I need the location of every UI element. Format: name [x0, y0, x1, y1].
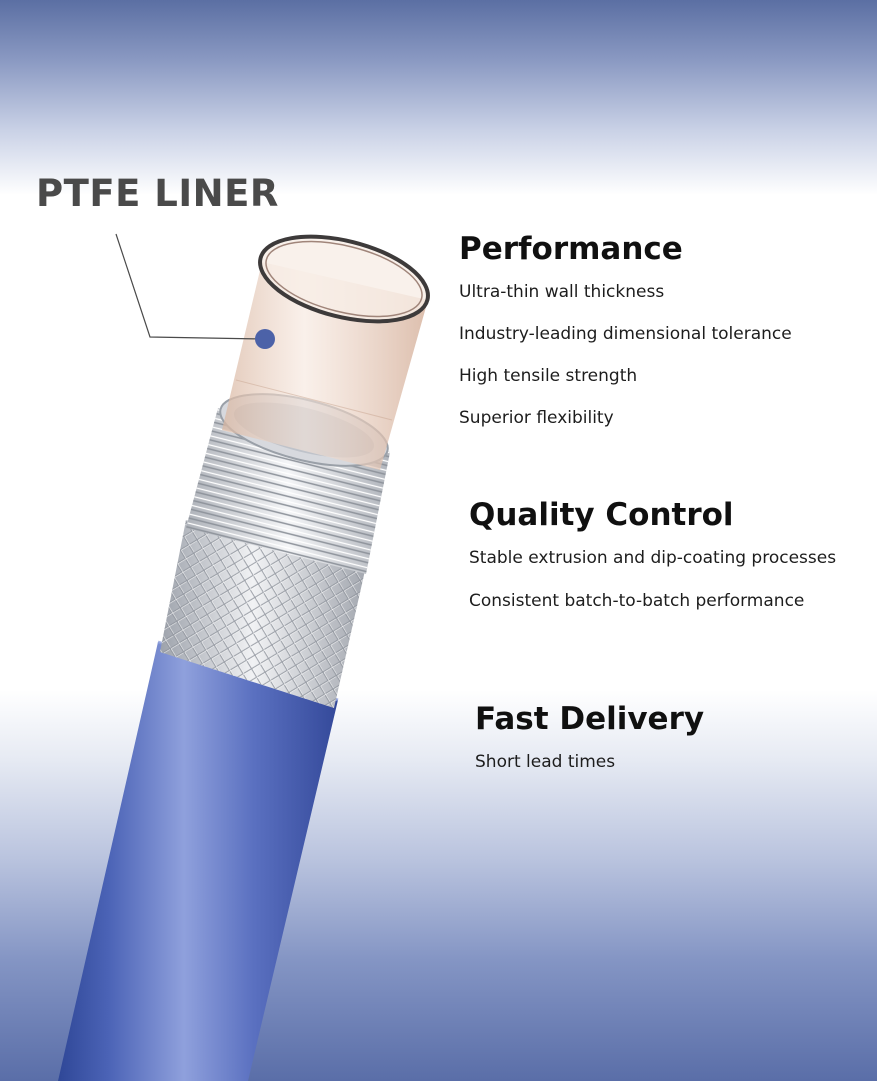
performance-list: Ultra-thin wall thickness Industry-leadi… [459, 282, 792, 428]
list-item: Consistent batch-to-batch performance [469, 591, 805, 612]
list-item: Stable extrusion and dip-coating process… [469, 548, 837, 569]
ptfe-liner-label: PTFE LINER [36, 172, 279, 215]
list-item: High tensile strength [459, 366, 638, 387]
quality-control-heading: Quality Control [469, 497, 734, 533]
callout-leader-line [115, 233, 265, 340]
list-item: Industry-leading dimensional tolerance [459, 324, 792, 345]
performance-section: Performance Ultra-thin wall thickness In… [459, 232, 792, 450]
fast-delivery-heading: Fast Delivery [475, 701, 705, 737]
performance-heading: Performance [459, 231, 683, 267]
fast-delivery-section: Fast Delivery Short lead times [475, 702, 704, 772]
list-item: Ultra-thin wall thickness [459, 282, 665, 303]
quality-control-list: Stable extrusion and dip-coating process… [469, 548, 836, 611]
callout-dot [255, 329, 275, 349]
list-item: Superior flexibility [459, 408, 614, 429]
outer-jacket [58, 642, 338, 1081]
fast-delivery-list: Short lead times [475, 752, 704, 772]
list-item: Short lead times [475, 752, 616, 773]
quality-control-section: Quality Control Stable extrusion and dip… [469, 498, 836, 634]
ptfe-liner-opening [258, 234, 430, 324]
